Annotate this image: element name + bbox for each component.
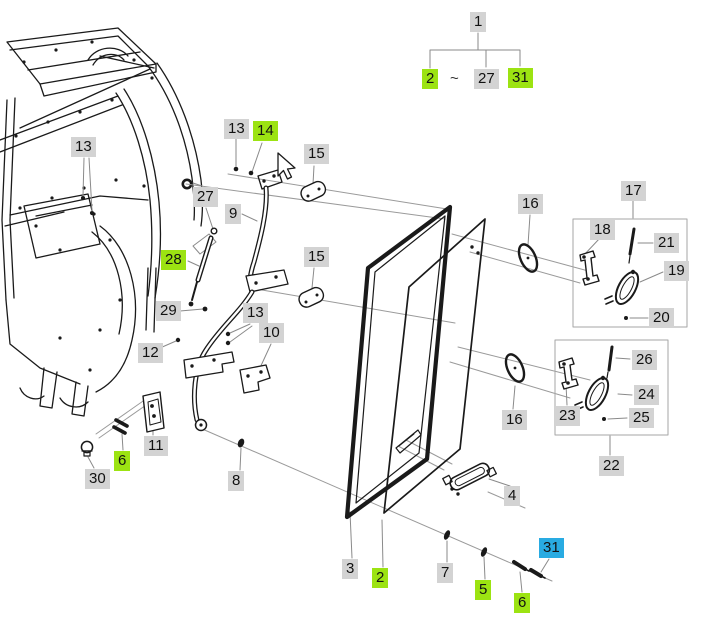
part-label-part-8[interactable]: 8 xyxy=(228,471,245,491)
part-label-part-6-screw[interactable]: 6 xyxy=(514,593,531,613)
mounting-screw-dots xyxy=(225,166,254,346)
group-box-22 xyxy=(554,339,669,436)
part-label-part-10[interactable]: 10 xyxy=(259,323,284,343)
part-label-assembly-2[interactable]: 2 xyxy=(422,69,439,89)
part-label-part-3[interactable]: 3 xyxy=(342,559,359,579)
latch-assembly-lower[interactable] xyxy=(558,345,614,421)
part-label-part-22[interactable]: 22 xyxy=(599,456,624,476)
part-label-part-20[interactable]: 20 xyxy=(649,308,674,328)
part-label-part-11[interactable]: 11 xyxy=(144,436,168,456)
part-label-part-17[interactable]: 17 xyxy=(621,181,646,201)
part-label-part-4[interactable]: 4 xyxy=(504,486,521,506)
spacer-plate-lower[interactable] xyxy=(297,285,326,309)
part-label-part-28[interactable]: 28 xyxy=(161,250,186,270)
part-label-part-23[interactable]: 23 xyxy=(555,406,580,426)
hinge-bar-upper-part[interactable] xyxy=(245,169,289,293)
part-label-part-30[interactable]: 30 xyxy=(85,469,110,489)
part-label-part-19[interactable]: 19 xyxy=(664,261,689,281)
part-label-part-24[interactable]: 24 xyxy=(634,385,659,405)
part-label-part-13-top[interactable]: 13 xyxy=(224,119,249,139)
hinge-bar-lower-part[interactable] xyxy=(175,289,255,432)
part-label-assembly-1[interactable]: 1 xyxy=(470,12,487,32)
gas-strut-part[interactable] xyxy=(188,227,218,307)
part-label-part-13-cab[interactable]: 13 xyxy=(71,137,96,157)
grommet-upper[interactable] xyxy=(515,242,540,275)
part-label-part-15-upper[interactable]: 15 xyxy=(304,144,329,164)
cab-frame-drawing xyxy=(0,27,204,417)
bushing-7[interactable] xyxy=(443,529,452,540)
part-label-part-21[interactable]: 21 xyxy=(654,233,679,253)
part-label-part-2-glass[interactable]: 2 xyxy=(372,568,389,588)
latch-plate-part[interactable] xyxy=(239,364,271,394)
part-label-assembly-31[interactable]: 31 xyxy=(508,68,533,88)
part-label-part-25[interactable]: 25 xyxy=(629,408,654,428)
part-label-part-14[interactable]: 14 xyxy=(253,121,278,141)
part-label-part-6-hinge[interactable]: 6 xyxy=(114,451,131,471)
part-label-part-16-upper[interactable]: 16 xyxy=(518,194,543,214)
part-label-assembly-27[interactable]: 27 xyxy=(474,69,499,89)
screw-31[interactable] xyxy=(529,568,546,579)
assembly-tree-connectors xyxy=(429,32,521,69)
spacer-plate-upper[interactable] xyxy=(299,179,328,203)
part-label-part-18[interactable]: 18 xyxy=(590,220,615,240)
hinge-bracket-part[interactable] xyxy=(142,391,165,433)
bushing-8[interactable] xyxy=(236,438,245,449)
part-label-part-9[interactable]: 9 xyxy=(225,204,242,224)
grommet-lower[interactable] xyxy=(502,352,527,385)
part-label-part-26[interactable]: 26 xyxy=(632,350,657,370)
leader-lines xyxy=(82,137,664,593)
door-frame-part[interactable] xyxy=(344,204,453,520)
door-glass-part[interactable] xyxy=(383,218,486,514)
part-label-assembly-tilde[interactable]: ~ xyxy=(450,70,459,87)
part-label-part-5[interactable]: 5 xyxy=(475,580,492,600)
bushing-5[interactable] xyxy=(480,546,489,557)
guide-lines xyxy=(95,173,593,582)
part-label-part-12[interactable]: 12 xyxy=(138,343,163,363)
hinge-screws[interactable] xyxy=(112,418,129,435)
mouse-cursor-icon xyxy=(277,152,296,180)
part-label-part-13-mid[interactable]: 13 xyxy=(243,303,268,323)
part-label-part-7[interactable]: 7 xyxy=(437,563,454,583)
part-label-part-27-stud[interactable]: 27 xyxy=(193,187,218,207)
part-label-part-16-lower[interactable]: 16 xyxy=(502,410,527,430)
part-label-part-15-lower[interactable]: 15 xyxy=(304,247,329,267)
part-label-part-29[interactable]: 29 xyxy=(156,301,181,321)
cab-bolt-dots xyxy=(14,40,154,372)
screw-6[interactable] xyxy=(512,560,530,572)
cap-part[interactable] xyxy=(80,440,94,457)
latch-assembly-upper[interactable] xyxy=(579,227,643,320)
door-handle-part[interactable] xyxy=(442,456,498,497)
part-label-part-31-screw[interactable]: 31 xyxy=(539,538,564,558)
